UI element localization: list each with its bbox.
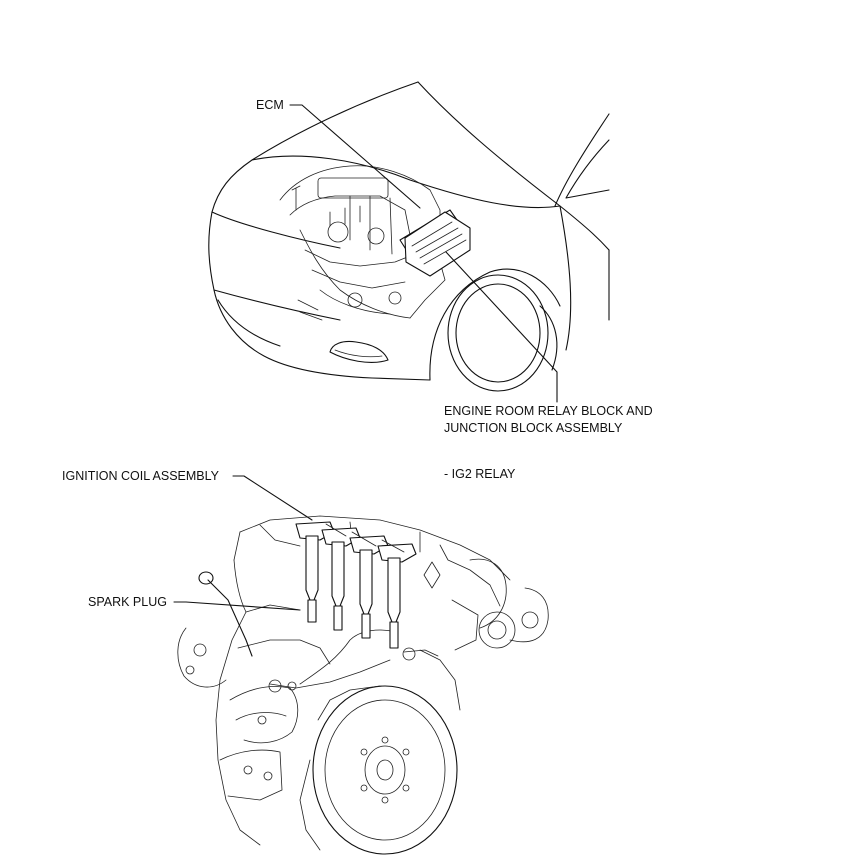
relay-block-label-line1: ENGINE ROOM RELAY BLOCK AND <box>444 404 653 418</box>
relay-block-label-line2: JUNCTION BLOCK ASSEMBLY <box>444 421 623 435</box>
ig2-relay-label: - IG2 RELAY <box>444 467 516 481</box>
ignition-coils <box>295 521 417 649</box>
ecm-label: ECM <box>256 98 284 112</box>
ignition-coil-label: IGNITION COIL ASSEMBLY <box>62 469 219 483</box>
spark-plug-label: SPARK PLUG <box>88 595 167 609</box>
